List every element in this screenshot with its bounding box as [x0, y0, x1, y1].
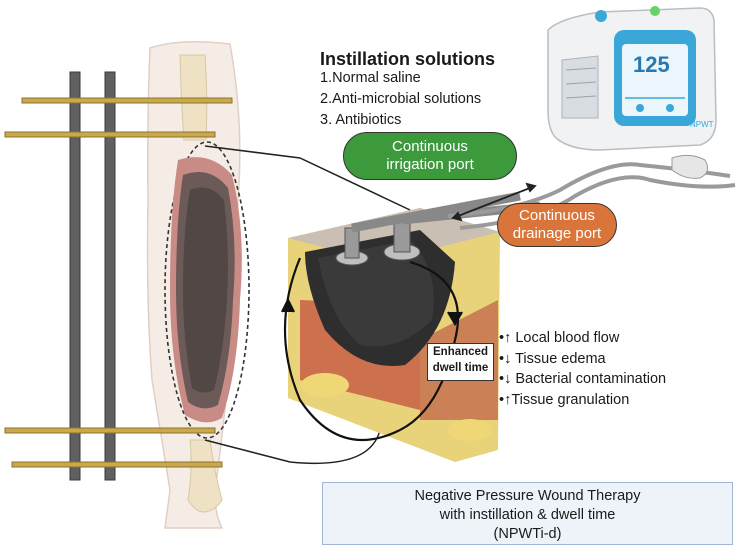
drainage-port-line2: drainage port	[512, 225, 602, 242]
dwell-time-line1: Enhanced	[433, 346, 488, 358]
instillation-item: 2.Anti-microbial solutions	[320, 91, 482, 107]
instillation-item: 1.Normal saline	[320, 70, 421, 86]
effects-list: •↑ Local blood flow •↓ Tissue edema •↓ B…	[499, 328, 666, 410]
effect-item: •↑ Local blood flow	[499, 330, 620, 346]
caption-line2: with instillation & dwell time	[439, 507, 616, 523]
drainage-port-line1: Continuous	[519, 207, 595, 224]
drainage-port-label: Continuous drainage port	[497, 203, 617, 247]
device-brand: NPWT	[690, 120, 714, 129]
irrigation-port-line1: Continuous	[392, 138, 468, 155]
irrigation-port-line2: irrigation port	[386, 156, 474, 173]
instillation-item: 3. Antibiotics	[320, 112, 402, 128]
instillation-title: Instillation solutions	[320, 49, 495, 69]
caption-line3: (NPWTi-d)	[493, 526, 562, 542]
circulation-arrows	[281, 257, 463, 442]
therapy-caption: Negative Pressure Wound Therapy with ins…	[322, 482, 733, 545]
double-arrow	[451, 182, 537, 222]
external-fixator	[4, 71, 233, 481]
effect-item: •↓ Tissue edema	[499, 350, 606, 367]
npwt-device	[547, 6, 717, 179]
effect-item: •↑Tissue granulation	[499, 391, 630, 408]
dwell-time-label: Enhanced dwell time	[427, 343, 494, 381]
device-display-value: 125	[633, 52, 670, 77]
irrigation-port-label: Continuous irrigation port	[343, 132, 517, 180]
dwell-time-line2: dwell time	[432, 362, 489, 374]
caption-line1: Negative Pressure Wound Therapy	[414, 488, 641, 504]
effect-item: •↓ Bacterial contamination	[499, 371, 667, 387]
wound-illustration	[164, 141, 250, 439]
